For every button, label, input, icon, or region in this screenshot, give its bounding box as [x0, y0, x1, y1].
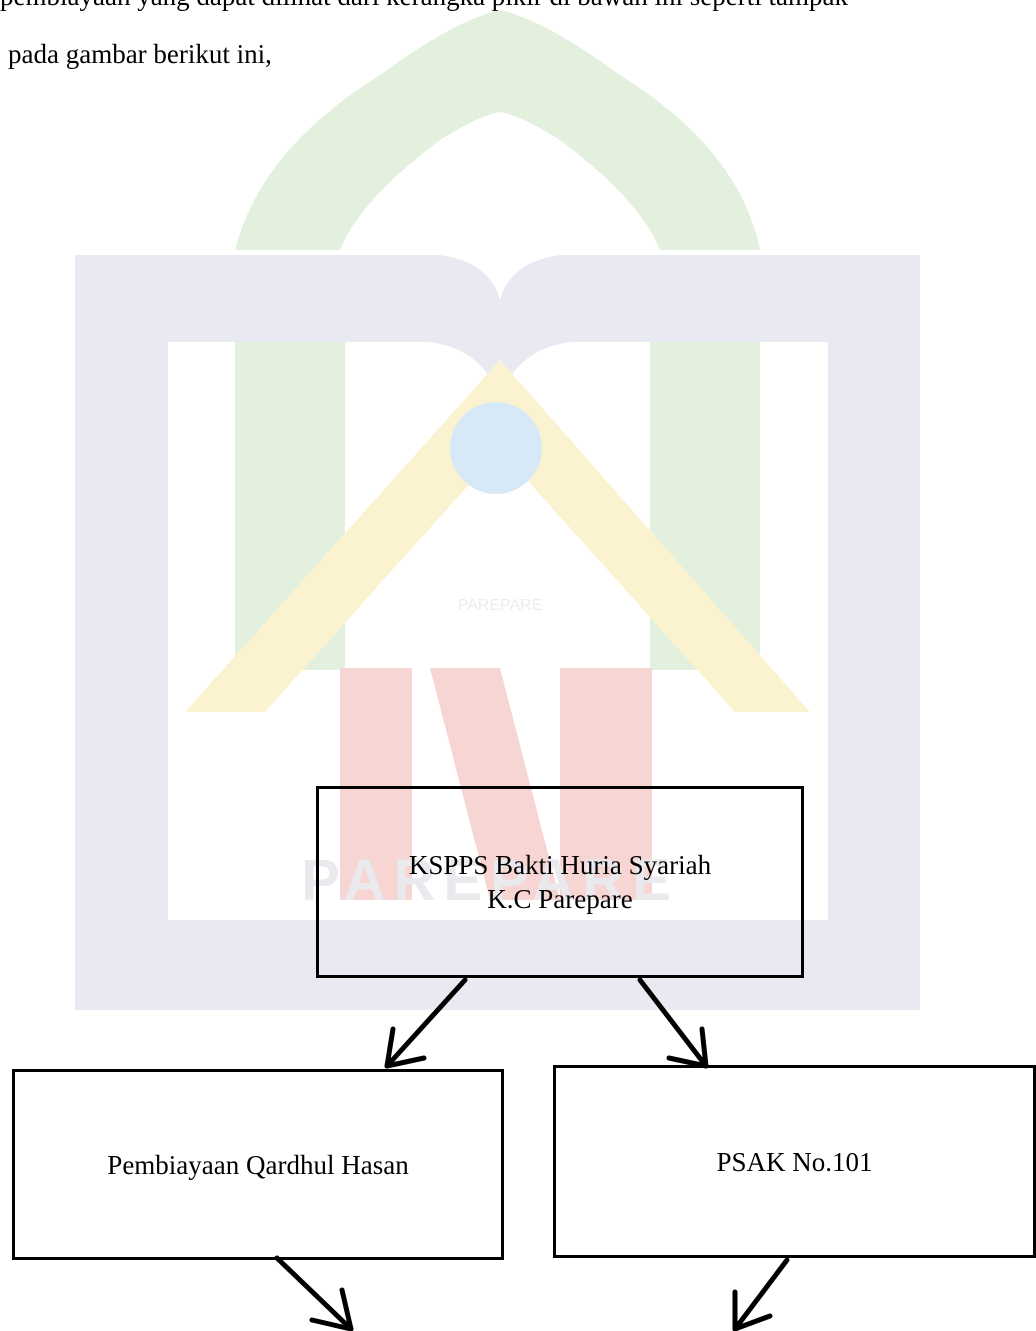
watermark-letters: [340, 668, 652, 900]
paragraph-line: pembiayaan yang dapat dilihat dari keran…: [0, 0, 1036, 12]
watermark-globe: [450, 402, 542, 494]
watermark-roof: [185, 360, 810, 712]
watermark-book-frame: [75, 255, 920, 1010]
box-label-line: K.C Parepare: [487, 884, 633, 914]
watermark-dome: [235, 10, 760, 250]
box-label: KSPPS Bakti Huria Syariah K.C Parepare: [409, 848, 711, 916]
box-label-line: KSPPS Bakti Huria Syariah: [408, 850, 712, 880]
watermark-caption-small: PAREPARE: [458, 597, 543, 614]
paragraph-line: pada gambar berikut ini,: [8, 39, 272, 69]
diagram-box-psak: PSAK No.101: [553, 1065, 1036, 1258]
watermark-caption-large: PAREPARE: [301, 848, 679, 913]
box-label: PSAK No.101: [716, 1146, 873, 1177]
box-label: Pembiayaan Qardhul Hasan: [107, 1149, 409, 1180]
diagram-box-kspps: KSPPS Bakti Huria Syariah K.C Parepare: [316, 786, 804, 978]
diagram-box-qardhul-hasan: Pembiayaan Qardhul Hasan: [12, 1069, 504, 1260]
